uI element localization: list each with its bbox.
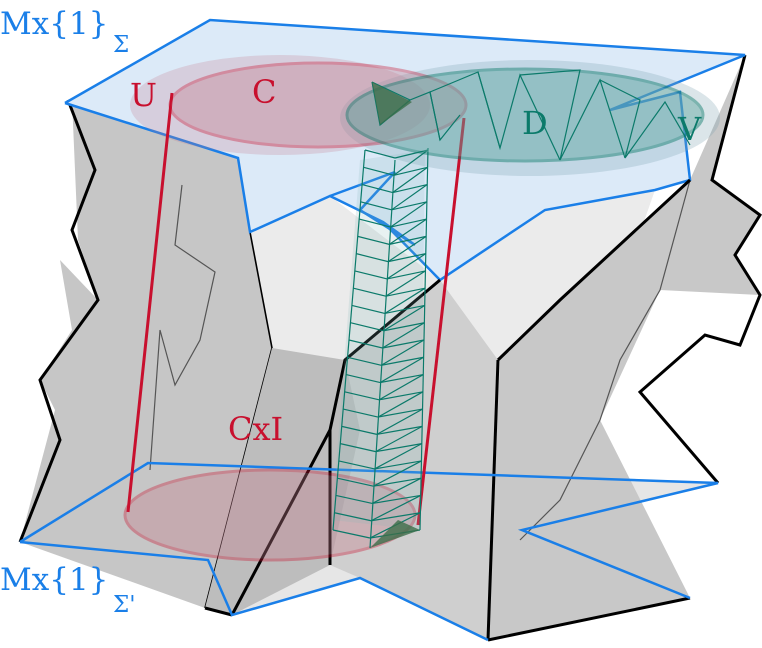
label-region-c: C xyxy=(252,73,276,111)
triangulated-tube xyxy=(332,148,428,548)
label-top-subscript: Σ xyxy=(113,32,129,58)
label-bottom-manifold: Mx{1} xyxy=(0,562,108,598)
label-region-v: V xyxy=(677,110,702,148)
label-bottom-subscript: Σ' xyxy=(113,592,136,618)
label-cylinder: CxI xyxy=(228,410,283,448)
label-region-d: D xyxy=(522,104,548,142)
label-top-manifold: Mx{1} xyxy=(0,6,108,42)
label-region-u: U xyxy=(130,76,157,114)
